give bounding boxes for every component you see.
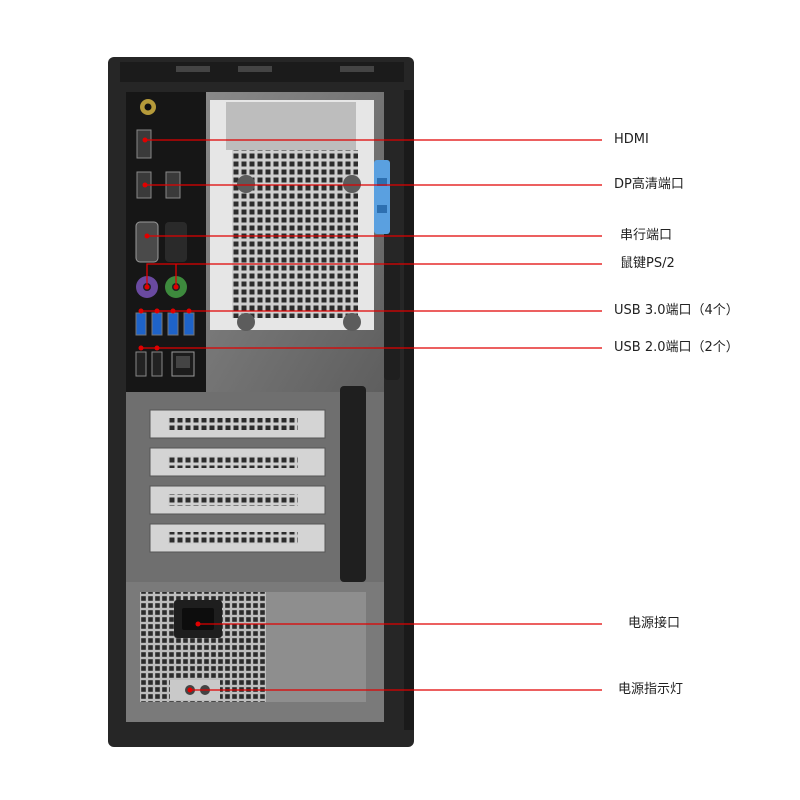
fan-grille-icon (210, 100, 374, 331)
label-ps2: 鼠键PS/2 (620, 256, 675, 271)
power-socket-icon (174, 600, 222, 638)
label-power-in: 电源接口 (628, 616, 681, 631)
audio-jack-icon (140, 99, 156, 115)
label-serial: 串行端口 (620, 228, 673, 243)
label-dp: DP高清端口 (614, 177, 684, 192)
usb-port-icon (151, 351, 163, 377)
callout-line-ps2 (146, 263, 602, 287)
label-usb2: USB 2.0端口（2个） (614, 340, 739, 355)
usb-port-icon (151, 312, 163, 336)
expansion-slots (149, 409, 326, 553)
callout-lines (138, 137, 602, 693)
label-usb3: USB 3.0端口（4个） (614, 303, 739, 318)
hdmi-port-icon (136, 129, 152, 159)
serial-port-icon (135, 221, 187, 263)
side-handle (340, 262, 400, 582)
usb-port-icon (167, 312, 179, 336)
blue-latch-icon (374, 160, 390, 234)
label-power-led: 电源指示灯 (618, 682, 684, 697)
ethernet-port-icon (171, 351, 195, 377)
usb-port-icon (135, 351, 147, 377)
usb-port-icon (183, 312, 195, 336)
label-hdmi: HDMI (614, 132, 649, 147)
usb-port-icon (135, 312, 147, 336)
usb2-ports (135, 351, 163, 377)
